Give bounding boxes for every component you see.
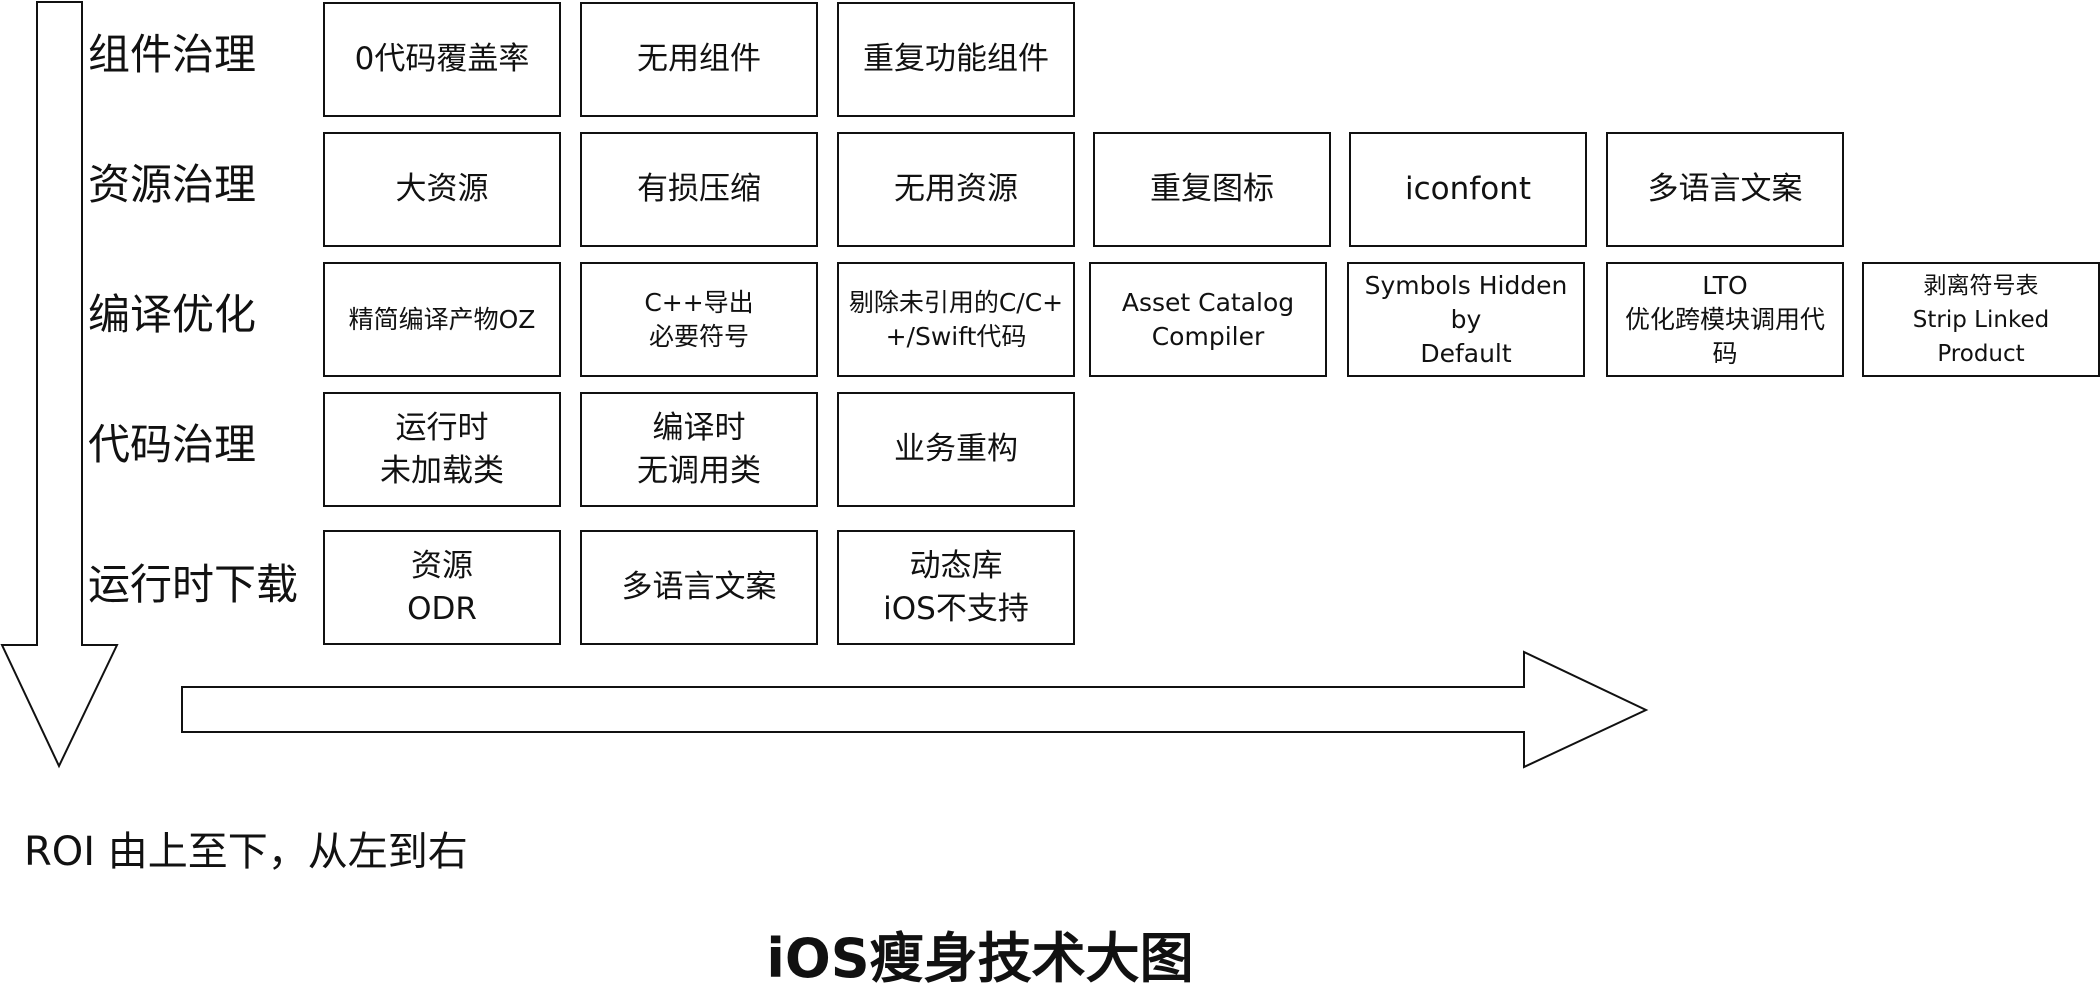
box-multilang-copy: 多语言文案: [1606, 132, 1844, 247]
row-label-resources: 资源治理: [88, 160, 257, 209]
box-asset-catalog-compiler: Asset Catalog Compiler: [1089, 262, 1327, 377]
box-dead-code-strip: 剔除未引用的C/C+ +/Swift代码: [837, 262, 1075, 377]
box-duplicate-icons: 重复图标: [1093, 132, 1331, 247]
box-zero-code-coverage: 0代码覆盖率: [323, 2, 561, 117]
box-cpp-export-symbols: C++导出 必要符号: [580, 262, 818, 377]
box-resources-odr: 资源 ODR: [323, 530, 561, 645]
box-duplicate-components: 重复功能组件: [837, 2, 1075, 117]
box-unused-resources: 无用资源: [837, 132, 1075, 247]
box-large-resources: 大资源: [323, 132, 561, 247]
vertical-down-arrow: [0, 1, 119, 769]
row-label-code: 代码治理: [88, 420, 257, 469]
box-dynamic-library: 动态库 iOS不支持: [837, 530, 1075, 645]
box-iconfont: iconfont: [1349, 132, 1587, 247]
box-lto: LTO 优化跨模块调用代码: [1606, 262, 1844, 377]
box-unused-components: 无用组件: [580, 2, 818, 117]
box-symbols-hidden: Symbols Hidden by Default: [1347, 262, 1585, 377]
box-slim-build-oz: 精简编译产物OZ: [323, 262, 561, 377]
box-business-refactor: 业务重构: [837, 392, 1075, 507]
box-strip-linked-product: 剥离符号表 Strip Linked Product: [1862, 262, 2100, 377]
row-label-runtime-download: 运行时下载: [88, 560, 299, 609]
row-label-compile: 编译优化: [88, 290, 257, 339]
row-label-components: 组件治理: [88, 30, 257, 79]
horizontal-right-arrow: [181, 650, 1649, 769]
box-compile-uncalled-classes: 编译时 无调用类: [580, 392, 818, 507]
box-lossy-compression: 有损压缩: [580, 132, 818, 247]
roi-note: ROI 由上至下，从左到右: [24, 829, 468, 875]
box-download-multilang-copy: 多语言文案: [580, 530, 818, 645]
diagram-title: iOS瘦身技术大图: [766, 927, 1194, 990]
box-runtime-unloaded-classes: 运行时 未加载类: [323, 392, 561, 507]
